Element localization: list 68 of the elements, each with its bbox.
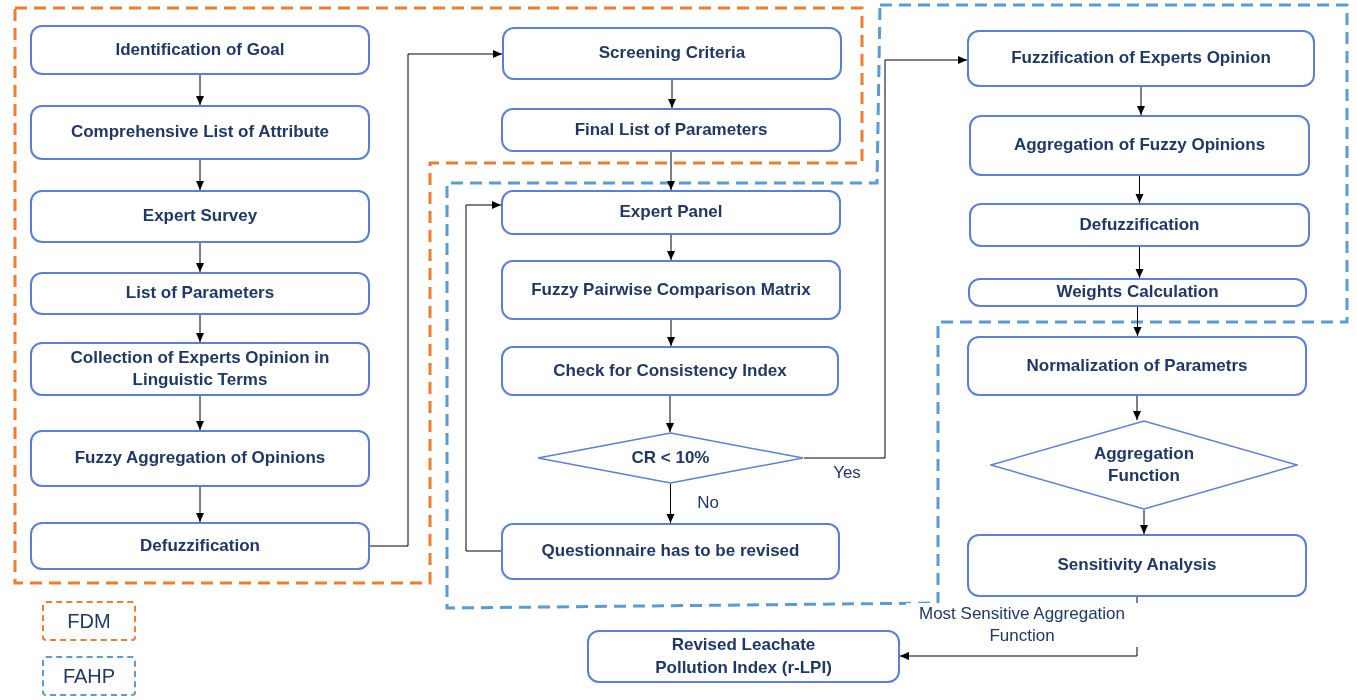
arrow: [1140, 509, 1148, 535]
node-label: Fuzzy Pairwise Comparison Matrix: [530, 278, 812, 301]
process-box: [967, 534, 1307, 597]
node-label: Questionnaire has to be revised: [540, 540, 801, 563]
node-label: Collection of Experts Opinion in Linguistic Terms: [69, 346, 331, 391]
edge-label: Most Sensitive Aggregation Function: [906, 603, 1138, 648]
arrow: [1135, 246, 1144, 279]
process-box: [968, 278, 1307, 307]
arrow: [803, 56, 968, 459]
legend-label: FAHP: [62, 664, 116, 689]
process-box: [587, 630, 900, 683]
process-box: [30, 272, 370, 315]
process-box: [30, 430, 370, 487]
decision-diamond: [537, 432, 804, 484]
arrow: [196, 395, 204, 431]
arrow: [667, 151, 675, 191]
process-box: [969, 203, 1310, 247]
node-label: Screening Criteria: [597, 42, 747, 65]
process-box: [30, 25, 370, 75]
process-box: [501, 523, 840, 580]
node-label: Aggregation Function: [1092, 442, 1196, 487]
process-box: [501, 190, 841, 235]
process-box: [501, 260, 841, 320]
node-label: Fuzzy Aggregation of Opinions: [73, 447, 327, 470]
decision-diamond: [990, 420, 1298, 510]
arrow: [196, 74, 204, 106]
arrow: [666, 483, 675, 524]
node-label: Comprehensive List of Attribute: [69, 121, 331, 144]
node-label: Revised Leachate Pollution Index (r-LPI): [654, 634, 833, 679]
arrow: [666, 395, 674, 433]
arrow: [1133, 306, 1142, 337]
node-label: Aggregation of Fuzzy Opinions: [1012, 134, 1267, 157]
process-box: [501, 108, 841, 152]
arrow: [369, 50, 503, 547]
node-label: Expert Survey: [141, 205, 259, 228]
node-label: Defuzzification: [139, 534, 261, 557]
process-box: [30, 190, 370, 243]
node-label: Check for Consistency Index: [552, 359, 788, 382]
arrow: [1133, 395, 1141, 421]
node-label: Defuzzification: [1078, 213, 1201, 236]
arrow: [196, 159, 204, 191]
process-box: [502, 27, 842, 80]
node-label: Weights Calculation: [1055, 281, 1220, 304]
node-label: CR < 10%: [630, 446, 711, 469]
node-label: Expert Panel: [618, 201, 724, 224]
process-box: [501, 346, 839, 396]
process-box: [30, 105, 370, 160]
process-box: [30, 522, 370, 570]
arrow: [196, 314, 204, 343]
arrow: [668, 79, 676, 109]
node-label: Normalization of Parametrs: [1025, 354, 1249, 377]
arrow: [196, 242, 204, 273]
process-box: [30, 342, 370, 396]
process-box: [967, 30, 1315, 87]
process-box: [967, 336, 1307, 396]
node-label: Final List of Parameters: [573, 118, 769, 141]
legend-label: FDM: [67, 609, 111, 634]
node-label: Sensitivity Analysis: [1056, 554, 1218, 577]
arrow: [465, 201, 502, 552]
arrow: [196, 486, 204, 523]
arrow: [667, 319, 675, 347]
arrow: [667, 234, 675, 261]
node-label: List of Parameters: [124, 282, 276, 305]
node-label: Identification of Goal: [114, 38, 286, 61]
process-box: [969, 115, 1310, 176]
arrow: [1135, 175, 1144, 204]
node-label: Fuzzification of Experts Opinion: [1010, 47, 1272, 70]
arrow: [1137, 86, 1145, 116]
